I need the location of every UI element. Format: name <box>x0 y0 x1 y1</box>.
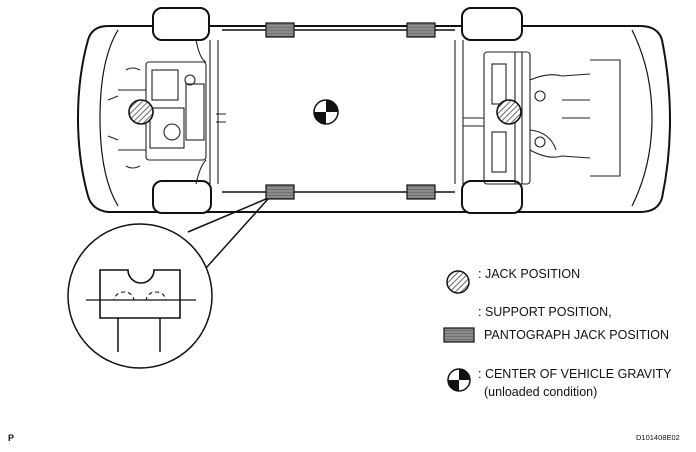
jack-positions <box>128 99 522 125</box>
front-right-wheel <box>152 180 212 214</box>
legend-jack-icon <box>446 270 470 294</box>
legend-support-icon <box>443 327 475 343</box>
front-suspension-detail <box>107 39 226 185</box>
legend-center-of-gravity-label: : CENTER OF VEHICLE GRAVITY <box>478 367 672 381</box>
rear-jack-position <box>496 99 522 125</box>
front-jack-position <box>128 99 154 125</box>
legend-support-position-label: : SUPPORT POSITION, <box>478 305 612 319</box>
support-positions <box>265 22 436 200</box>
center-of-gravity-mark <box>313 99 339 125</box>
support-pad-rear-left <box>406 22 436 38</box>
legend-symbols <box>443 270 475 392</box>
support-pad-rear-right <box>406 184 436 200</box>
page-code-left: P <box>8 433 15 443</box>
rear-right-wheel <box>461 180 523 214</box>
vehicle-underbody <box>76 25 672 213</box>
illustration-code: D101408E02 <box>636 433 680 442</box>
legend-jack-position-label: : JACK POSITION <box>478 267 581 281</box>
legend-unloaded-condition-label: (unloaded condition) <box>484 385 598 399</box>
rear-suspension-detail <box>454 40 621 185</box>
legend-pantograph-jack-label: PANTOGRAPH JACK POSITION <box>484 328 669 342</box>
wheels <box>152 7 523 214</box>
rear-left-wheel <box>461 7 523 41</box>
legend-gravity-icon <box>447 368 471 392</box>
front-left-wheel <box>152 7 210 41</box>
support-detail-callout <box>67 198 269 369</box>
support-pad-front-left <box>265 22 295 38</box>
support-pad-front-right <box>265 184 295 200</box>
